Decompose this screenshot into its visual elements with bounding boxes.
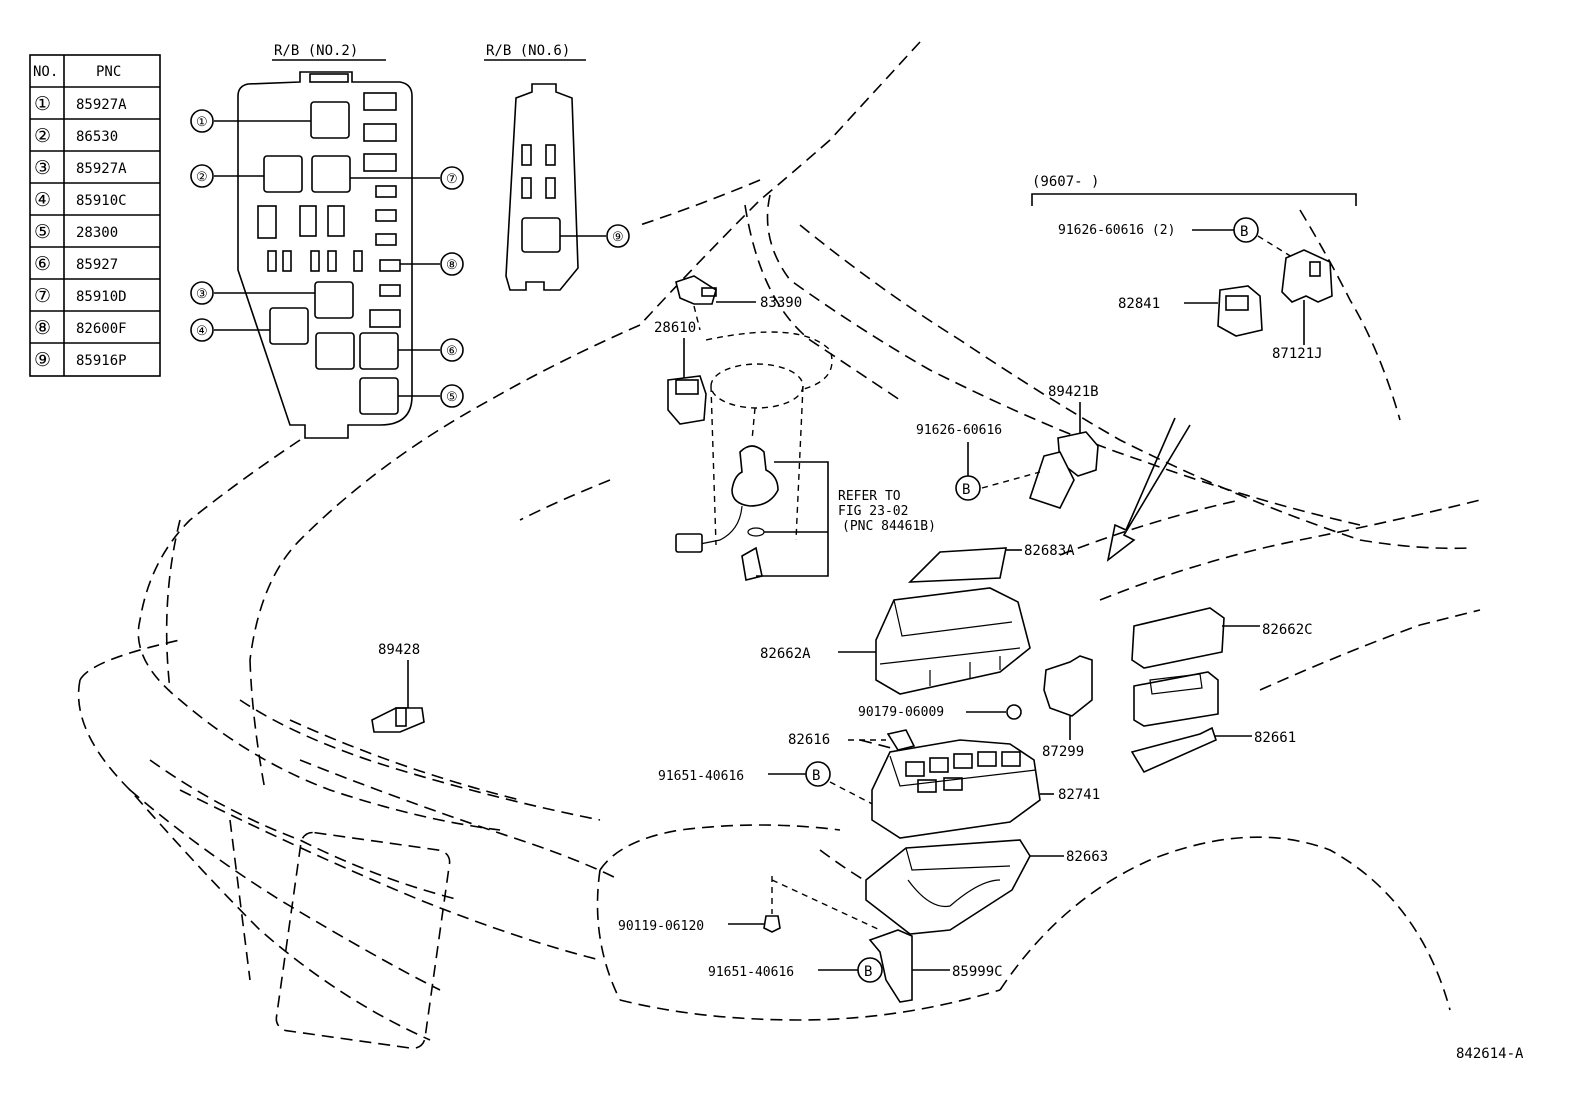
- refer-line1: REFER TO: [838, 489, 901, 504]
- rb6-title: R/B (NO.6): [486, 43, 570, 59]
- callout-3: ③: [196, 287, 208, 302]
- part-89428: 89428: [371, 642, 425, 733]
- marker-b: B: [962, 482, 970, 498]
- table-row-pnc: 82600F: [76, 321, 127, 337]
- label-82663: 82663: [1066, 849, 1108, 865]
- callout-6: ⑥: [446, 344, 458, 359]
- callout-1: ①: [196, 115, 208, 130]
- label-28610: 28610: [654, 320, 696, 336]
- part-89421B: 89421B 91626-60616 B: [916, 384, 1099, 509]
- label-89428: 89428: [378, 642, 420, 658]
- washer-group: 83390 28610 REFER TO FIG 23-02 (PNC 8446…: [654, 275, 936, 581]
- table-row-no: ①: [34, 93, 51, 115]
- callout-5: ⑤: [446, 390, 458, 405]
- relay-block-no2: R/B (NO.2) ①: [190, 43, 464, 439]
- callout-8: ⑧: [446, 258, 458, 273]
- label-87121J: 87121J: [1272, 346, 1323, 362]
- table-header-pnc: PNC: [96, 64, 121, 80]
- bracket-label: (9607- ): [1032, 174, 1099, 190]
- table-row-no: ⑨: [34, 349, 51, 371]
- table-row-pnc: 85927: [76, 257, 118, 273]
- label-83390: 83390: [760, 295, 802, 311]
- table-row-pnc: 28300: [76, 225, 118, 241]
- vehicle-outline: [77, 41, 1481, 1050]
- direction-arrow: [1106, 417, 1191, 562]
- label-82841: 82841: [1118, 296, 1160, 312]
- label-91651-40616: 91651-40616: [658, 769, 744, 784]
- label-90119-06120: 90119-06120: [618, 919, 704, 934]
- refer-line2: FIG 23-02: [838, 504, 908, 519]
- table-row-no: ③: [34, 157, 51, 179]
- label-82662A: 82662A: [760, 646, 811, 662]
- callout-2: ②: [196, 170, 208, 185]
- label-91626-60616-2: 91626-60616 (2): [1058, 223, 1175, 238]
- label-82661: 82661: [1254, 730, 1296, 746]
- figure-id: 842614-A: [1456, 1046, 1524, 1062]
- table-row-pnc: 85927A: [76, 161, 127, 177]
- callout-9: ⑨: [612, 230, 624, 245]
- part-82662C-82661: 82662C 82661: [1130, 607, 1313, 774]
- table-row-no: ④: [34, 189, 51, 211]
- fuse-box-assembly: 82683A 82662A 90179-06009 82616 91651-40…: [618, 543, 1108, 1003]
- pnc-table: NO. PNC ① 85927A ② 86530 ③ 85927A ④ 8591…: [29, 54, 161, 377]
- rb2-title: R/B (NO.2): [274, 43, 358, 59]
- label-89421B: 89421B: [1048, 384, 1099, 400]
- label-90179-06009: 90179-06009: [858, 705, 944, 720]
- refer-line3: (PNC 84461B): [842, 519, 936, 534]
- table-row-no: ⑦: [34, 285, 51, 307]
- relay-block-no6: R/B (NO.6) ⑨: [484, 43, 630, 291]
- table-row-pnc: 85916P: [76, 353, 127, 369]
- label-91651-40616: 91651-40616: [708, 965, 794, 980]
- table-row-no: ⑥: [34, 253, 51, 275]
- table-row-pnc: 86530: [76, 129, 118, 145]
- label-82683A: 82683A: [1024, 543, 1075, 559]
- marker-b: B: [864, 964, 872, 980]
- label-82662C: 82662C: [1262, 622, 1313, 638]
- table-row-pnc: 85910C: [76, 193, 127, 209]
- table-row-no: ⑧: [34, 317, 51, 339]
- marker-b: B: [1240, 224, 1248, 240]
- label-87299: 87299: [1042, 744, 1084, 760]
- marker-b: B: [812, 768, 820, 784]
- table-row-pnc: 85927A: [76, 97, 127, 113]
- table-header-no: NO.: [33, 64, 58, 80]
- label-82741: 82741: [1058, 787, 1100, 803]
- callout-4: ④: [196, 324, 208, 339]
- table-row-no: ②: [34, 125, 51, 147]
- part-87299: 87299: [1042, 655, 1093, 760]
- callout-7: ⑦: [446, 172, 458, 187]
- label-91626-60616: 91626-60616: [916, 423, 1002, 438]
- table-row-no: ⑤: [34, 221, 51, 243]
- group-9607: (9607- ) 91626-60616 (2) B 87121J 82841: [1031, 174, 1357, 362]
- table-row-pnc: 85910D: [76, 289, 127, 305]
- label-85999C: 85999C: [952, 964, 1003, 980]
- label-82616: 82616: [788, 732, 830, 748]
